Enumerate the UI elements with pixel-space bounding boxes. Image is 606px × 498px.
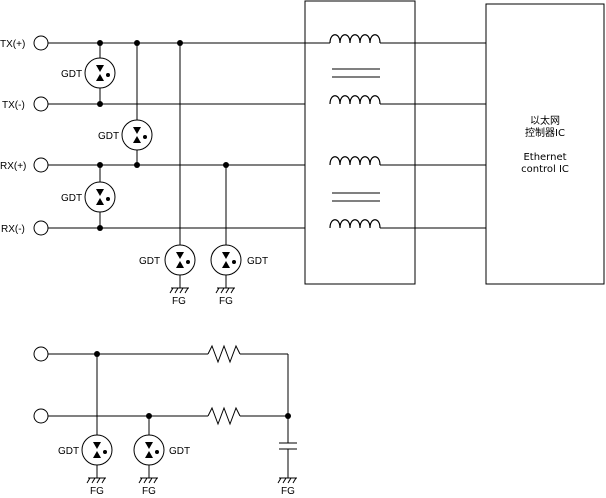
ic-label-cn-line1: 以太网 xyxy=(530,114,560,127)
junction-dot xyxy=(94,351,100,357)
gdt-rx-ground xyxy=(210,244,242,276)
transformer-box xyxy=(304,0,416,285)
ground-symbol xyxy=(169,287,189,294)
fg-label: FG xyxy=(281,486,295,497)
gdt-line-1-label: GDT xyxy=(58,446,79,457)
tx-minus-label: TX(-) xyxy=(2,100,25,111)
junction-dot xyxy=(285,413,291,419)
resistor-1 xyxy=(207,344,241,364)
ground-symbol xyxy=(277,477,297,484)
gdt-tx-ground-label: GDT xyxy=(139,256,160,267)
gdt-line-2 xyxy=(133,434,165,466)
junction-dot xyxy=(134,162,140,168)
ic-label-cn-line2: 控制器IC xyxy=(525,126,565,139)
junction-dot xyxy=(97,101,103,107)
ethernet-controller-box xyxy=(485,3,605,285)
gdt-tx-label: GDT xyxy=(61,69,82,80)
junction-dot xyxy=(223,162,229,168)
rx-plus-terminal xyxy=(33,157,49,173)
ic-label-en-line1: Ethernet xyxy=(523,152,566,163)
fg-label: FG xyxy=(90,486,104,497)
junction-dot xyxy=(134,40,140,46)
resistor-2 xyxy=(207,406,241,426)
junction-dots xyxy=(97,40,229,231)
tx-plus-label: TX(+) xyxy=(0,39,25,50)
gdt-tx-rx xyxy=(121,119,153,151)
rx-plus-label: RX(+) xyxy=(0,161,26,172)
fg-label: FG xyxy=(142,486,156,497)
gdt-rx-ground-label: GDT xyxy=(247,256,268,267)
junction-dot xyxy=(177,40,183,46)
tx-minus-terminal xyxy=(33,96,49,112)
transformer-coil-tx-primary xyxy=(305,34,486,44)
fg-label: FG xyxy=(172,296,186,307)
junction-dot xyxy=(97,40,103,46)
junction-dot xyxy=(146,413,152,419)
transformer-coil-tx-secondary xyxy=(329,95,486,105)
gdt-rx-label: GDT xyxy=(61,193,82,204)
ground-symbol xyxy=(215,287,235,294)
line-1-terminal xyxy=(33,346,49,362)
gdt-tx-ground xyxy=(164,244,196,276)
fg-label: FG xyxy=(219,296,233,307)
gdt-tx xyxy=(84,57,116,89)
line-protection-circuit: GDT GDT FG FG xyxy=(33,344,297,497)
transformer-coil-rx-primary xyxy=(329,156,486,166)
ground-symbol xyxy=(138,477,158,484)
transformer-coil-rx-secondary xyxy=(329,219,486,229)
junction-dot xyxy=(97,162,103,168)
rx-minus-terminal xyxy=(33,220,49,236)
ic-label-en-line2: control IC xyxy=(521,164,569,175)
ground-symbol xyxy=(86,477,106,484)
gdt-rx xyxy=(84,181,116,213)
gdt-line-2-label: GDT xyxy=(169,446,190,457)
junction-dot xyxy=(97,225,103,231)
gdt-line-1 xyxy=(81,434,113,466)
ethernet-port-circuit: TX(+) TX(-) RX(+) RX(-) xyxy=(0,0,605,307)
line-2-terminal xyxy=(33,408,49,424)
tx-plus-terminal xyxy=(33,35,49,51)
rx-minus-label: RX(-) xyxy=(1,224,25,235)
gdt-tx-rx-label: GDT xyxy=(98,131,119,142)
